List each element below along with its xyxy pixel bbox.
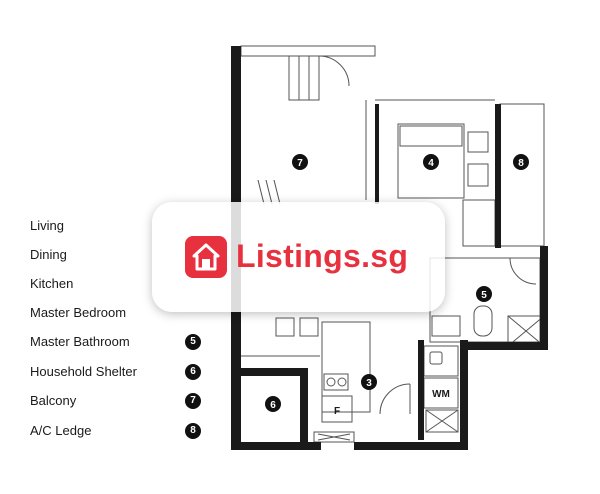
marker-bathroom-label: 5 <box>481 290 487 301</box>
door-swing <box>318 55 350 87</box>
balcony-door-frame <box>288 55 320 101</box>
legend-label: Household Shelter <box>30 364 137 379</box>
house-icon <box>185 236 227 278</box>
legend-badge: 6 <box>185 364 201 380</box>
marker-shelter <box>265 396 281 412</box>
marker-balcony <box>292 154 308 170</box>
legend-item: Kitchen <box>30 274 205 294</box>
legend-item: A/C Ledge 8 <box>30 421 205 441</box>
kitchen-counter <box>321 321 371 413</box>
marker-bathroom <box>476 286 492 302</box>
sink-wall <box>418 340 424 440</box>
watermark-text: Listings.sg <box>236 238 409 274</box>
legend-item: Balcony 7 <box>30 391 205 411</box>
legend-item: Living <box>30 216 205 236</box>
legend-badge: 7 <box>185 393 201 409</box>
bathroom-bottom-wall <box>468 342 548 350</box>
washer-label: WM <box>432 389 450 400</box>
legend-label: Master Bathroom <box>30 334 130 349</box>
bathroom-right-wall <box>540 246 548 348</box>
bedside-table <box>467 163 489 187</box>
legend-label: Master Bedroom <box>30 305 127 320</box>
basin <box>431 315 461 337</box>
wardrobe <box>462 199 496 247</box>
marker-shelter-label: 6 <box>270 400 276 411</box>
balcony-top-wall <box>240 45 376 57</box>
legend-badge: 5 <box>185 334 201 350</box>
shelter-right-wall <box>300 368 308 448</box>
bottom-ledge <box>313 431 355 443</box>
marker-bedroom-label: 4 <box>428 158 434 169</box>
marker-ac-ledge-label: 8 <box>518 158 524 169</box>
marker-kitchen <box>361 374 377 390</box>
marker-kitchen-label: 3 <box>366 378 372 389</box>
legend-label: Dining <box>30 247 67 262</box>
bottom-wall-right <box>354 442 464 450</box>
legend-label: A/C Ledge <box>30 423 92 438</box>
fridge <box>321 395 353 423</box>
kitchen-door-swing <box>379 383 411 415</box>
legend-item: Master Bedroom <box>30 303 205 323</box>
marker-ac-ledge <box>513 154 529 170</box>
legend-item: Household Shelter 6 <box>30 362 205 382</box>
fridge-label: F <box>334 406 340 417</box>
legend-label: Kitchen <box>30 276 74 291</box>
bottom-wall-left <box>231 442 321 450</box>
bedside-table <box>467 131 489 153</box>
marker-bedroom <box>423 154 439 170</box>
kitchen-right-wall <box>460 340 468 450</box>
sink <box>423 345 459 377</box>
ledge-wall <box>495 104 501 248</box>
legend-label: Balcony <box>30 393 77 408</box>
legend-item: Master Bathroom 5 <box>30 332 205 352</box>
toilet <box>473 305 493 337</box>
legend: Living Dining Kitchen Master Bedroom Mas… <box>30 0 210 494</box>
marker-balcony-label: 7 <box>297 158 303 169</box>
legend-badge: 8 <box>185 423 201 439</box>
service-ledge <box>425 409 459 433</box>
shelter-top-wall <box>241 368 301 376</box>
legend-item: Dining <box>30 245 205 265</box>
ac-ledge-outline <box>499 103 545 247</box>
legend-label: Living <box>30 218 64 233</box>
bed <box>397 123 465 199</box>
hob <box>323 373 349 391</box>
watermark: Listings.sg <box>152 202 445 312</box>
bedroom-wall <box>375 104 379 204</box>
